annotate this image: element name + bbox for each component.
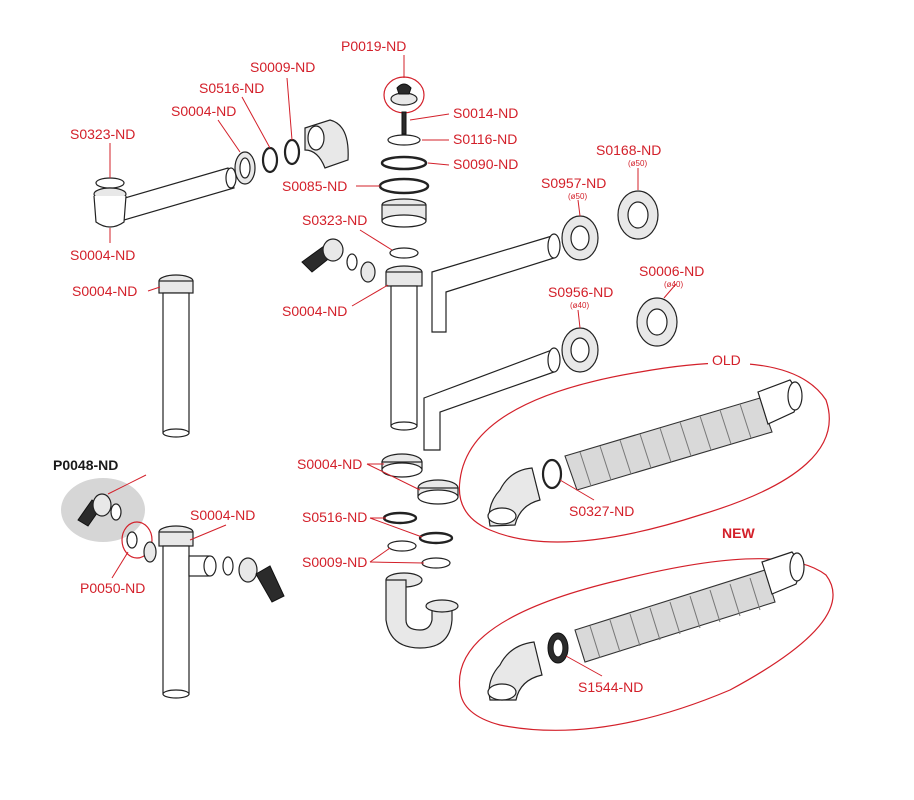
label-s0004-siphon: S0004-ND [297, 456, 362, 472]
cap-s0006 [636, 297, 678, 347]
left-vertical-pipe [158, 274, 194, 438]
washer-s0116 [387, 134, 421, 146]
label-s0090: S0090-ND [453, 156, 518, 172]
label-s0516-siphon: S0516-ND [302, 509, 367, 525]
new-hose-group [458, 551, 834, 731]
label-p0019: P0019-ND [341, 38, 406, 54]
label-s0957-size: (ø50) [568, 192, 587, 201]
top-ring-s0009 [283, 138, 301, 166]
label-s0516-top: S0516-ND [199, 80, 264, 96]
ring-p0050 [121, 521, 153, 559]
siphon-nut-2 [417, 479, 459, 505]
label-s0116: S0116-ND [453, 131, 517, 147]
label-s0168: S0168-ND [596, 142, 661, 158]
drain-body [381, 198, 427, 228]
siphon-rings-s0516 [382, 511, 454, 545]
label-s0323-mid: S0323-ND [302, 212, 367, 228]
gasket-s0090 [380, 155, 428, 171]
screw-s0014 [401, 111, 407, 135]
side-hose-connector-mid [301, 238, 376, 283]
label-s0009-siphon: S0009-ND [302, 554, 367, 570]
label-s0004-top: S0004-ND [171, 103, 236, 119]
group-label-old: OLD [712, 352, 741, 368]
lower-t-pipe [143, 525, 217, 699]
label-s0956: S0956-ND [548, 284, 613, 300]
siphon-u-trap [385, 572, 459, 649]
label-s0323-left: S0323-ND [70, 126, 135, 142]
label-s0004-left1: S0004-ND [70, 247, 135, 263]
label-p0048: P0048-ND [53, 457, 118, 473]
label-s1544: S1544-ND [578, 679, 643, 695]
label-s0327: S0327-ND [569, 503, 634, 519]
label-s0957: S0957-ND [541, 175, 606, 191]
overflow-pipe-lower [423, 347, 561, 451]
overflow-pipe-upper [431, 233, 561, 333]
label-p0050: P0050-ND [80, 580, 145, 596]
center-vertical-pipe [385, 265, 423, 431]
label-s0168-size: (ø50) [628, 159, 647, 168]
top-elbow [304, 119, 349, 169]
label-s0006-size: (ø40) [664, 280, 683, 289]
label-s0004-mid: S0004-ND [282, 303, 347, 319]
label-s0006: S0006-ND [639, 263, 704, 279]
label-s0014: S0014-ND [453, 105, 518, 121]
siphon-rings-s0009 [387, 540, 451, 569]
old-hose-group [458, 362, 830, 543]
leader-lines [107, 55, 677, 677]
left-trap-head [93, 177, 127, 228]
washer-s0323-mid [389, 247, 419, 259]
label-s0004-low: S0004-ND [190, 507, 255, 523]
group-label-new: NEW [722, 525, 755, 541]
top-nut-s0004 [234, 151, 256, 185]
cap-s0957 [561, 215, 599, 261]
label-s0009-top: S0009-ND [250, 59, 315, 75]
label-s0004-left2: S0004-ND [72, 283, 137, 299]
top-ring-s0516 [261, 146, 279, 174]
lower-side-connector [222, 556, 285, 603]
label-s0956-size: (ø40) [570, 301, 589, 310]
strainer-plug-p0019 [383, 76, 425, 114]
cap-s0168 [617, 190, 659, 240]
highlight-p0048 [61, 478, 145, 542]
cap-s0956 [561, 327, 599, 373]
left-horizontal-pipe [117, 167, 237, 221]
siphon-nut-1 [381, 453, 423, 478]
gasket-s0085 [378, 177, 430, 195]
label-s0085: S0085-ND [282, 178, 347, 194]
